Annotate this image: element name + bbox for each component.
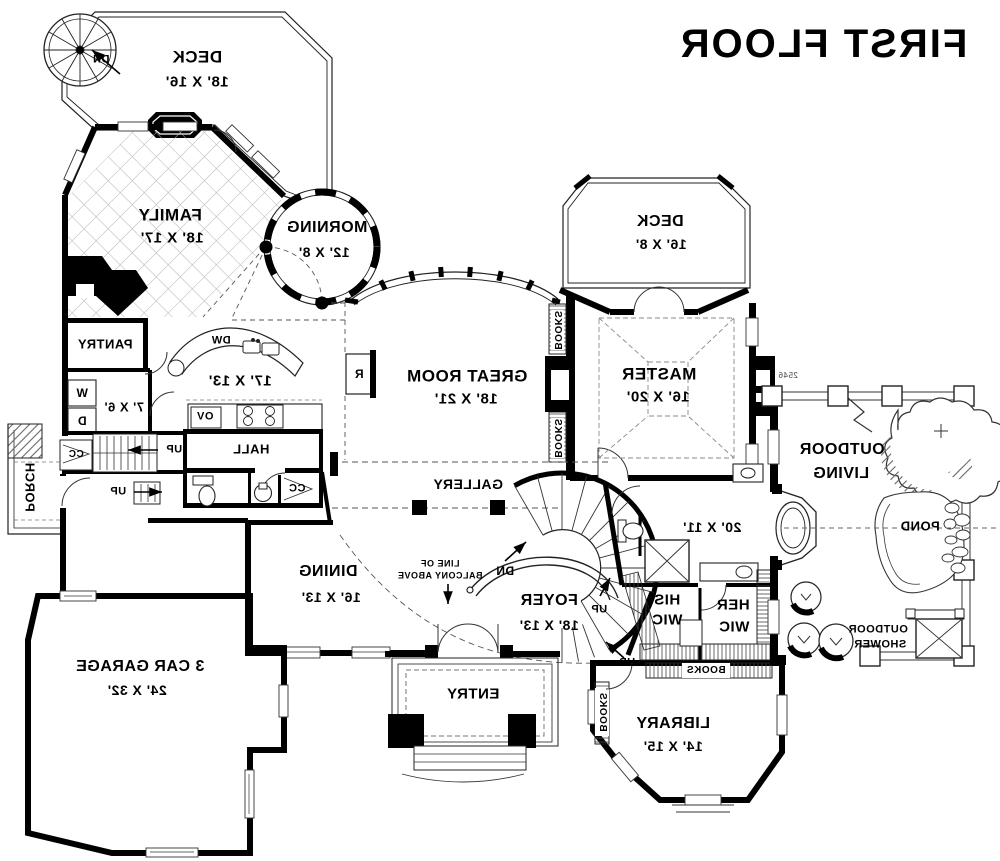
entry-structure <box>385 623 560 783</box>
room-dims-library: 14' X 15' <box>643 738 703 754</box>
outdoor-living-line1: OUTDOOR <box>799 441 885 458</box>
his-wic-line1: HIS <box>653 591 681 609</box>
library-structure <box>587 660 788 813</box>
room-label-library: LIBRARY <box>635 715 711 732</box>
room-label-hall: HALL <box>232 441 270 457</box>
room-dims-great-room: 18' X 21' <box>434 390 498 408</box>
spiral-stair <box>43 13 117 87</box>
main-stairs <box>59 431 184 505</box>
balcony-note-line1: LINE OF <box>420 558 460 569</box>
books-label-1: BOOKS <box>552 310 563 350</box>
direction-arrows <box>91 49 625 659</box>
hall-bath <box>183 429 323 508</box>
room-label-deck-left: DECK <box>171 47 223 67</box>
up-label-4: UP <box>618 656 636 669</box>
great-room-structure <box>344 266 561 460</box>
room-dims-foyer: 18' X 13' <box>519 617 579 633</box>
dishwasher-label: DW <box>211 334 231 347</box>
room-dims-kitchen: 17' X 13' <box>208 372 272 390</box>
dn-label-stair: DN <box>495 564 515 578</box>
tub-bay <box>772 484 817 570</box>
room-label-foyer: FOYER <box>520 592 578 609</box>
outdoor-shower-line2: SHOWER <box>853 638 907 651</box>
master-bookshelves <box>545 303 575 463</box>
colonnade <box>761 385 975 667</box>
room-label-garage: 3 CAR GARAGE <box>75 658 205 675</box>
room-label-entry: ENTRY <box>446 685 500 703</box>
washer-label: W <box>76 386 88 400</box>
room-dims-garage: 24' X 32' <box>107 682 167 698</box>
room-dims-family: 18' X 17' <box>140 229 204 247</box>
his-wic-line2: WIC <box>651 611 683 629</box>
books-label-3: BOOKS <box>597 692 608 732</box>
books-label-4: BOOKS <box>686 665 726 676</box>
outdoor-shower <box>905 608 965 659</box>
master-bath-structure <box>602 463 775 611</box>
pond-label: POND <box>900 518 940 534</box>
closet-label-1: CC <box>68 449 84 460</box>
up-label-1: UP <box>165 443 183 456</box>
dining-room <box>148 471 437 659</box>
closet-label-2: CC <box>288 482 306 495</box>
her-wic-line1: HER <box>716 596 750 614</box>
room-label-master: MASTER <box>621 364 697 384</box>
room-dims-laundry: 7' X 6' <box>103 399 145 415</box>
room-label-pantry: PANTRY <box>77 336 133 352</box>
her-wic-line2: WIC <box>718 618 750 636</box>
room-dims-master-bath: 20' X 11' <box>682 519 742 535</box>
up-label-3: UP <box>590 603 608 616</box>
tree <box>881 397 1000 504</box>
pantry-laundry <box>62 318 175 436</box>
pond <box>784 491 996 594</box>
room-label-great-room: GREAT ROOM <box>406 366 528 386</box>
room-label-dining: DINING <box>298 563 358 580</box>
porch <box>7 423 91 598</box>
master-bay <box>558 286 750 315</box>
room-label-gallery: GALLERY <box>433 476 503 492</box>
up-label-2: UP <box>109 485 127 498</box>
plan-number: 2546 <box>778 371 798 380</box>
page-title: FIRST FLOOR <box>678 22 968 66</box>
morning-room <box>231 188 381 321</box>
refrigerator-label: R <box>354 367 364 381</box>
outdoor-living-line2: LIVING <box>812 465 870 482</box>
room-label-porch: PORCH <box>22 462 38 512</box>
master-room <box>566 294 775 481</box>
kitchen <box>167 327 323 431</box>
room-label-family: FAMILY <box>138 205 202 225</box>
room-dims-deck-left: 18' X 16' <box>165 73 229 91</box>
balcony-note-line2: BALCONY ABOVE <box>397 570 483 581</box>
oven-label: OV <box>196 410 214 423</box>
dn-label-spiral: DN <box>92 53 110 66</box>
gallery-corridor <box>330 452 612 515</box>
room-label-deck-right: DECK <box>636 213 684 230</box>
room-dims-dining: 16' X 13' <box>301 589 361 605</box>
room-dims-master: 16' X 20' <box>626 388 690 406</box>
books-label-2: BOOKS <box>552 418 563 458</box>
tray-ceiling <box>598 317 735 459</box>
garage-structure <box>25 590 289 858</box>
room-label-morning: MORNING <box>286 219 368 236</box>
room-dims-deck-right: 16' X 8' <box>635 236 687 252</box>
room-dims-morning: 12' X 8' <box>298 244 350 260</box>
outdoor-shower-line1: OUTDOOR <box>848 623 908 636</box>
deck-right-structure <box>562 174 751 289</box>
shrubs <box>787 581 854 662</box>
dryer-label: D <box>77 414 87 428</box>
family-fireplace <box>68 256 148 316</box>
